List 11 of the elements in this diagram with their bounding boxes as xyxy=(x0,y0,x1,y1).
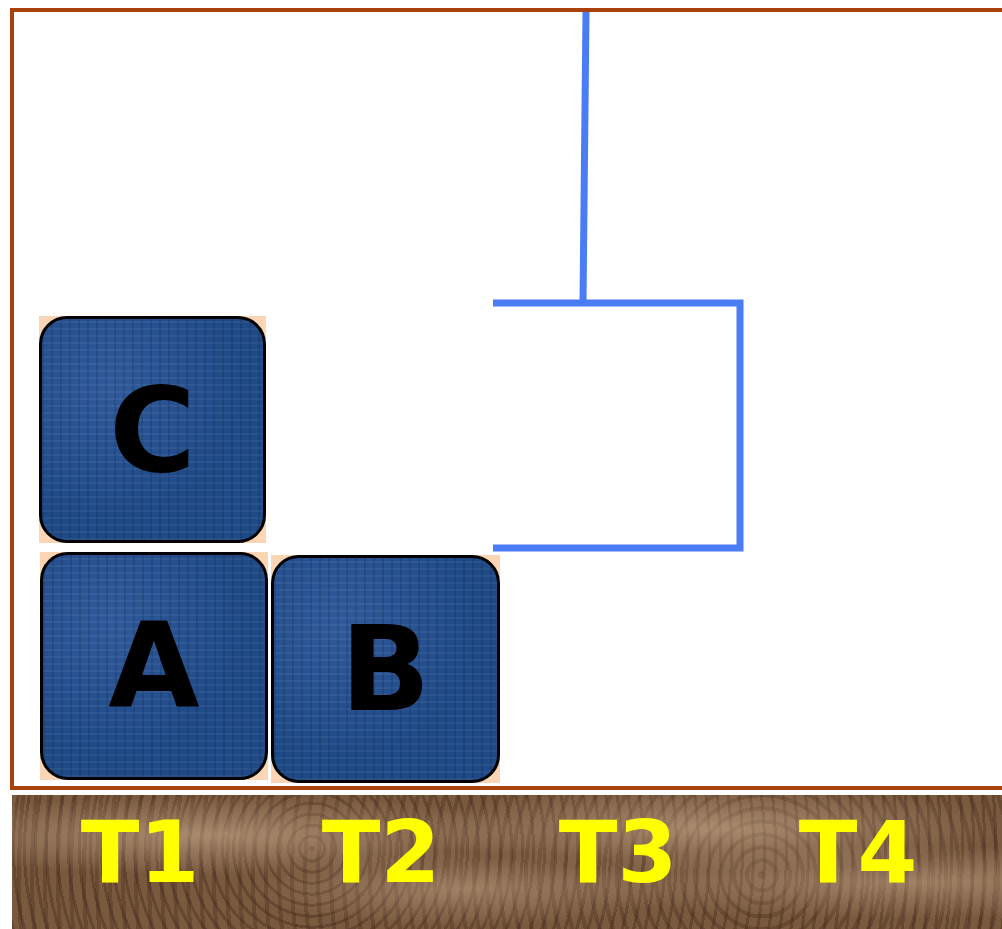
block-letter: C xyxy=(109,370,196,489)
position-label: T1 xyxy=(80,809,200,895)
block xyxy=(39,316,266,543)
block-letter: A xyxy=(108,607,200,725)
block-letter: B xyxy=(340,610,431,728)
position-label: T3 xyxy=(558,809,678,895)
block xyxy=(40,552,268,780)
position-label: T2 xyxy=(321,809,441,895)
position-label: T4 xyxy=(798,809,918,895)
block xyxy=(271,555,500,783)
table-surface xyxy=(12,795,1002,929)
